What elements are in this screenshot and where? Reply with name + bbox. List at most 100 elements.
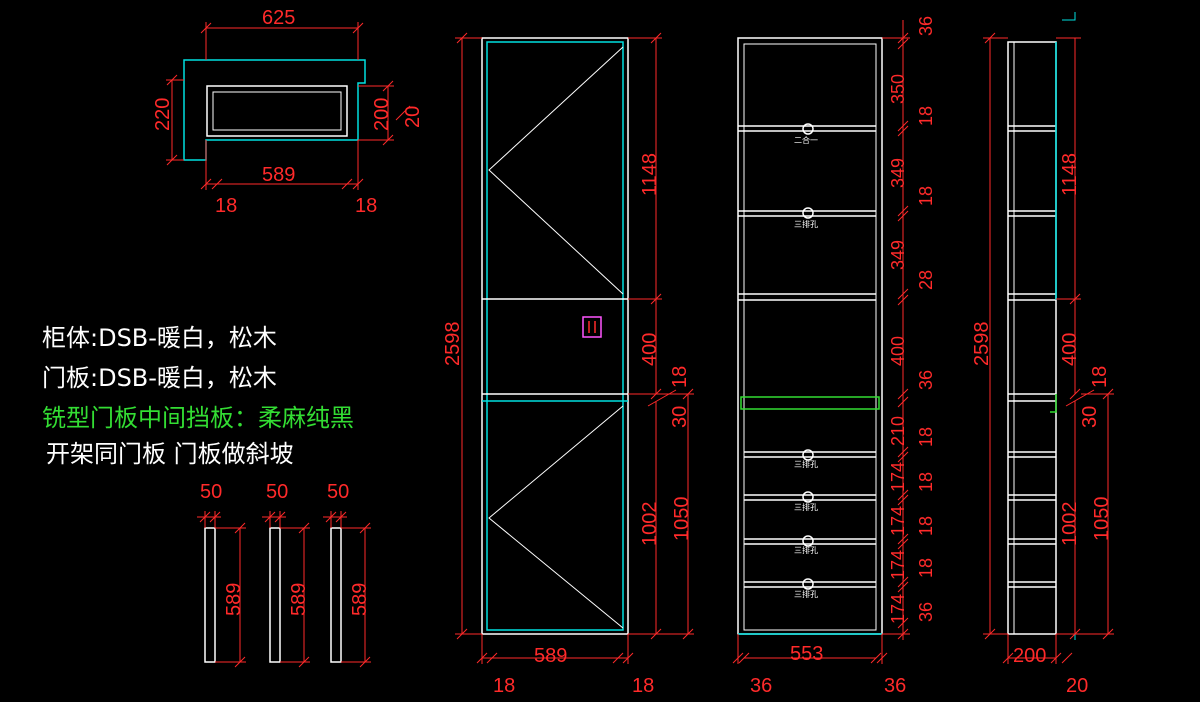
dim-label: 50 [266, 481, 288, 503]
dim-label: 18 [632, 675, 654, 697]
dim-label: 589 [534, 645, 567, 667]
dim-label: 200 [1013, 645, 1046, 667]
dim-label: 589 [262, 164, 295, 186]
front-view-dim-labels: 2598 1148 400 18 30 1002 1050 589 18 18 [442, 153, 693, 697]
side-view-dims [983, 32, 1114, 664]
dim-label: 18 [916, 186, 936, 206]
dim-label: 400 [639, 333, 661, 366]
dim-label: 174 [888, 462, 908, 492]
dim-label: 625 [262, 7, 295, 29]
hole-icon [802, 207, 814, 219]
dim-label: 18 [916, 427, 936, 447]
hole-label: 二合一 [794, 135, 818, 145]
top-view-carcass [206, 85, 348, 137]
dim-label: 1002 [1059, 502, 1081, 547]
dim-label: 349 [888, 240, 908, 270]
material-note-divider: 铣型门板中间挡板：柔麻纯黑 [42, 404, 354, 432]
interior-dims [732, 20, 910, 664]
dim-label: 18 [355, 195, 377, 217]
strip-1 [204, 527, 216, 663]
dim-label: 1050 [1091, 497, 1113, 542]
dim-label: 50 [327, 481, 349, 503]
interior-view [737, 37, 883, 635]
handle-icon [582, 316, 602, 338]
top-view [183, 59, 366, 161]
side-view-dim-labels: 2598 1148 400 18 30 1002 1050 200 20 [971, 153, 1113, 697]
hole-label: 三排孔 [794, 589, 818, 599]
dim-label: 2598 [971, 322, 993, 367]
hole-icon [802, 491, 814, 503]
dim-label: 30 [1079, 406, 1101, 428]
hole-icon [802, 535, 814, 547]
hole-label: 三排孔 [794, 545, 818, 555]
dim-label: 18 [916, 106, 936, 126]
dim-label: 36 [916, 602, 936, 622]
dim-label: 50 [200, 481, 222, 503]
top-view-outline [183, 59, 366, 161]
dim-label: 28 [916, 270, 936, 290]
dim-label: 36 [884, 675, 906, 697]
front-view [481, 37, 629, 635]
interior-hole-labels: 二合一 三排孔 三排孔 三排孔 三排孔 三排孔 [794, 135, 818, 599]
dim-label: 200 [371, 98, 393, 131]
dim-label: 589 [349, 583, 371, 616]
dim-label: 18 [215, 195, 237, 217]
dim-label: 30 [669, 406, 691, 428]
lower-door-slope-lines [488, 405, 624, 629]
hole-icon [802, 123, 814, 135]
side-view [1007, 12, 1076, 640]
front-view-dims [455, 32, 694, 664]
strip-dim-labels: 50 50 50 589 589 589 [200, 481, 371, 616]
dim-label: 1002 [639, 502, 661, 547]
dim-label: 174 [888, 550, 908, 580]
top-view-dim-labels: 625 220 200 20 589 18 18 [152, 7, 424, 217]
dim-label: 220 [152, 98, 174, 131]
hole-label: 三排孔 [794, 219, 818, 229]
dim-label: 350 [888, 74, 908, 104]
material-note-open-shelf: 开架同门板 门板做斜坡 [46, 440, 294, 468]
top-view-dims [166, 22, 411, 190]
strip-3 [330, 527, 342, 663]
material-note-door: 门板:DSB-暖白，松木 [42, 364, 277, 392]
dim-label: 553 [790, 643, 823, 665]
hole-label: 三排孔 [794, 502, 818, 512]
dim-label: 1148 [1059, 153, 1081, 196]
front-view-edge [486, 41, 624, 631]
front-view-outline [481, 37, 629, 635]
dim-label: 18 [493, 675, 515, 697]
dim-label: 18 [916, 558, 936, 578]
dim-label: 36 [750, 675, 772, 697]
dim-label: 1050 [671, 497, 693, 542]
hole-label: 三排孔 [794, 459, 818, 469]
dim-label: 36 [916, 16, 936, 36]
dim-label: 174 [888, 594, 908, 624]
dim-label: 589 [288, 583, 310, 616]
hole-icon [802, 578, 814, 590]
dim-label: 36 [916, 370, 936, 390]
side-view-outline [1007, 41, 1057, 635]
dim-label: 589 [223, 583, 245, 616]
dim-label: 18 [916, 472, 936, 492]
dim-label: 18 [1089, 366, 1111, 388]
dim-label: 18 [916, 516, 936, 536]
interior-dim-labels: 36 350 18 349 18 349 28 400 36 210 18 17… [750, 16, 936, 697]
strips [204, 527, 342, 663]
dim-label: 400 [888, 336, 908, 366]
dim-label: 1148 [639, 153, 661, 196]
interior-green-board [740, 396, 880, 410]
dim-label: 18 [669, 366, 691, 388]
strip-2 [269, 527, 281, 663]
dim-label: 174 [888, 506, 908, 536]
interior-inner [743, 43, 877, 631]
dim-label: 2598 [442, 322, 464, 367]
dim-label: 20 [402, 106, 424, 128]
top-view-inner [212, 91, 342, 131]
dim-label: 20 [1066, 675, 1088, 697]
upper-door-slope-lines [488, 46, 624, 295]
hole-icon [802, 449, 814, 461]
dim-label: 400 [1059, 333, 1081, 366]
dim-label: 210 [888, 416, 908, 446]
material-note-carcass: 柜体:DSB-暖白，松木 [42, 324, 277, 352]
